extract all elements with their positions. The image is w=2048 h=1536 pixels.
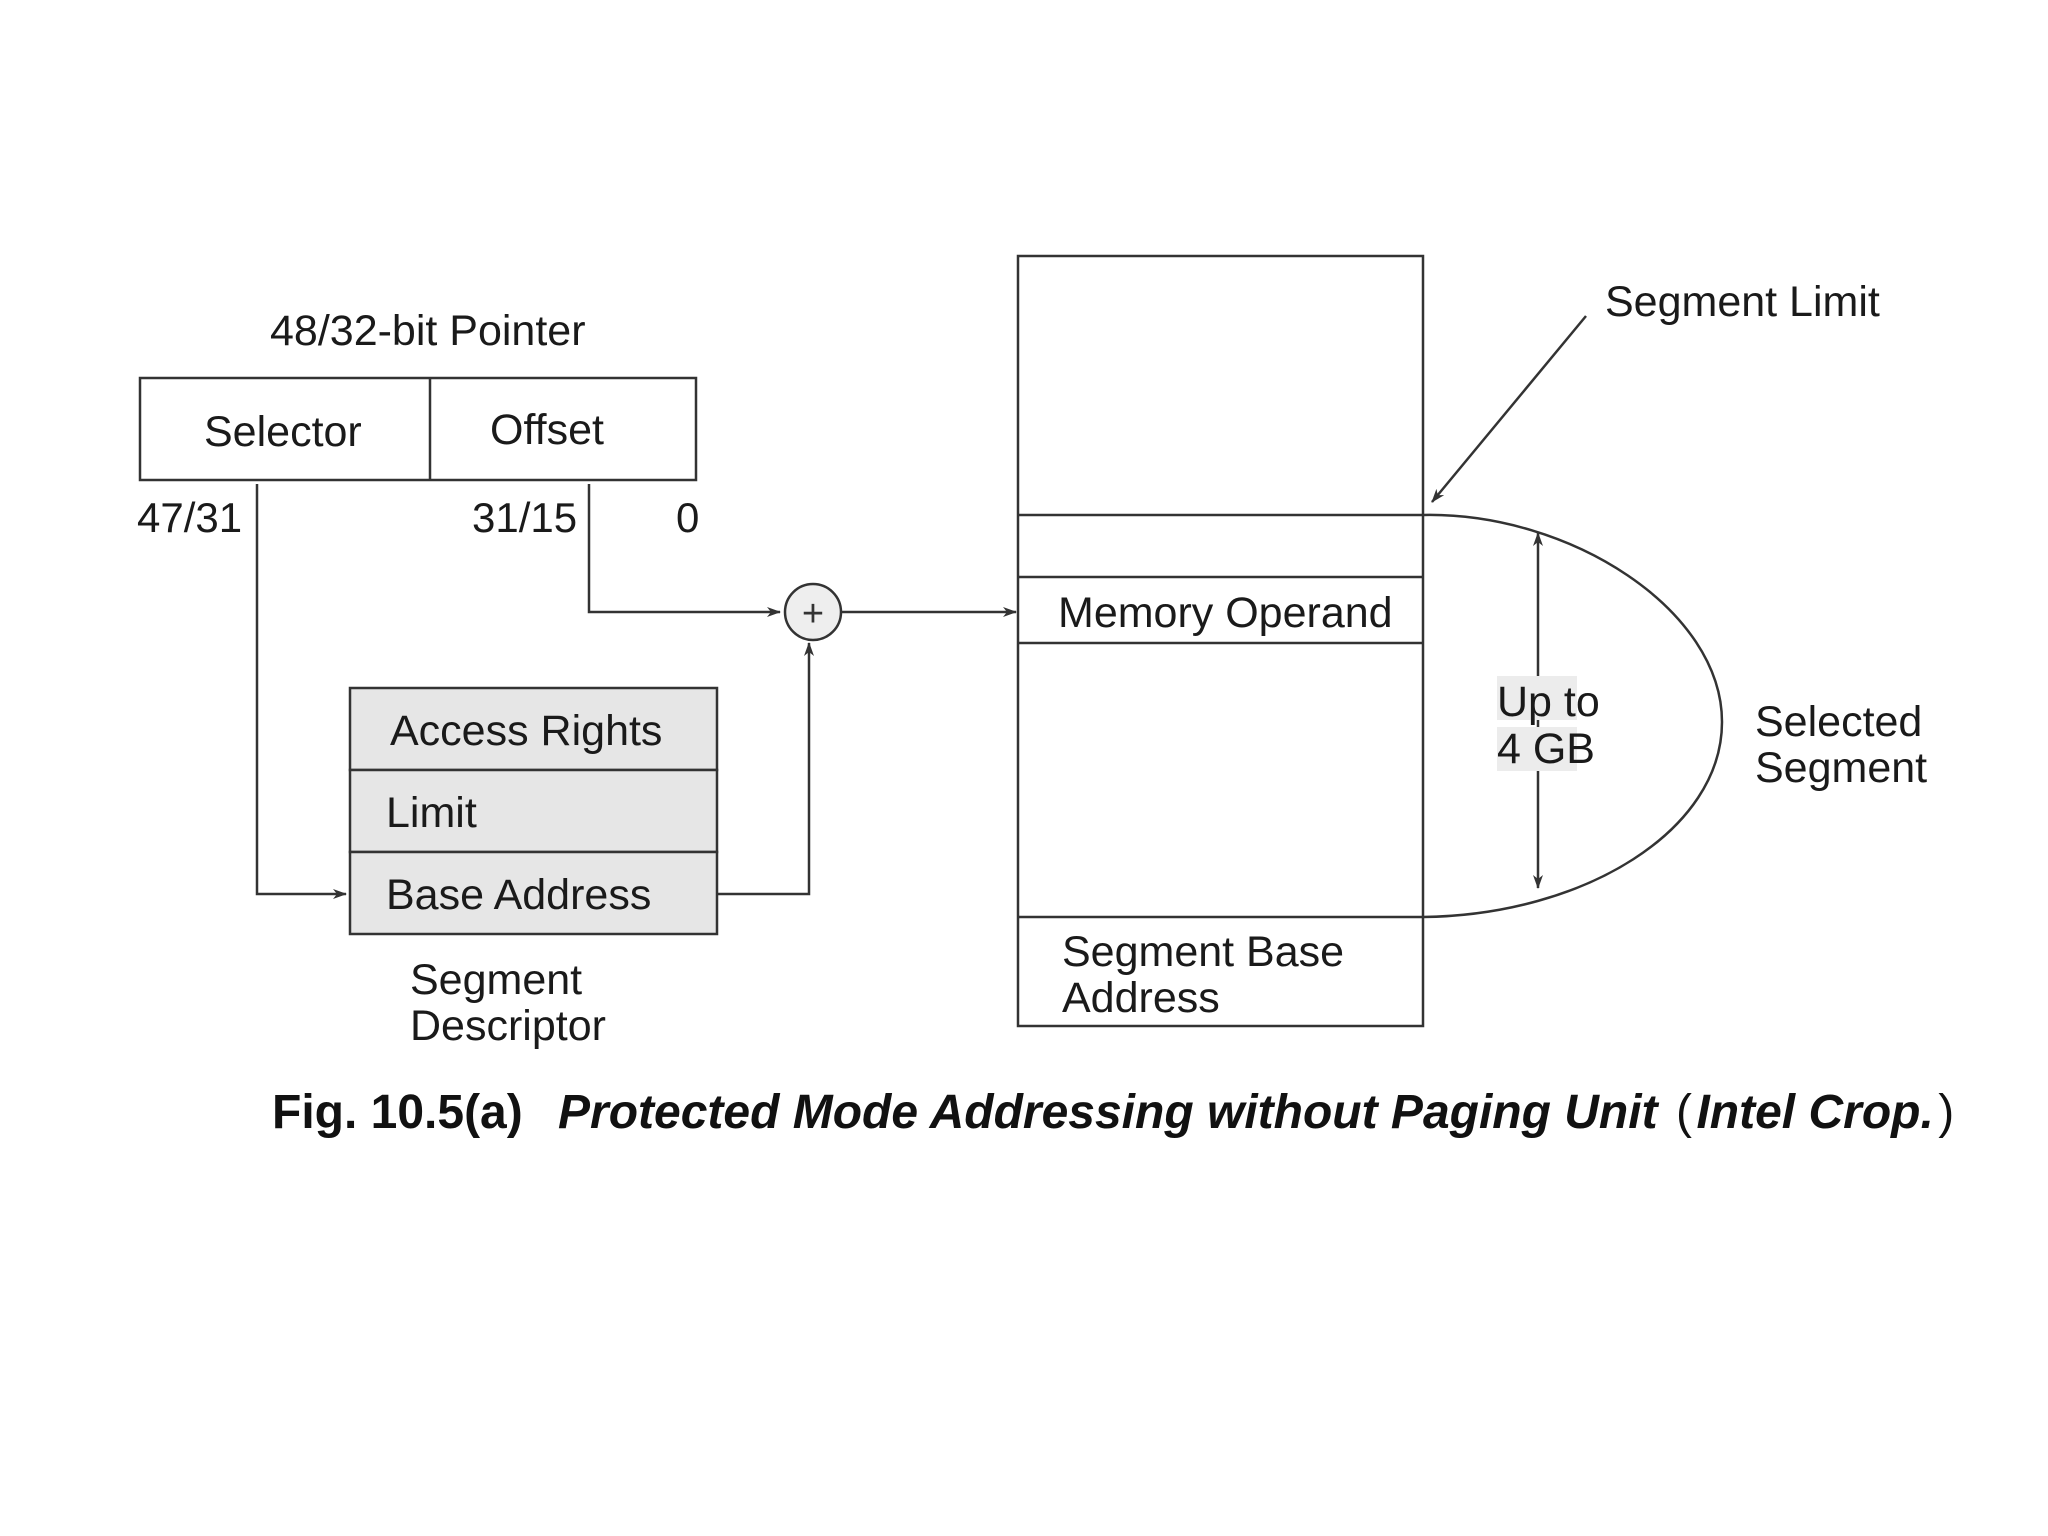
selected-segment-bracket <box>1422 513 1724 919</box>
base-to-adder-arrow <box>717 642 814 896</box>
selector-field: Selector <box>204 408 362 456</box>
figure-source-close: ) <box>1938 1086 1954 1139</box>
segment-base-label-line1: Segment Base <box>1062 928 1344 976</box>
plus-icon: + <box>802 593 824 635</box>
segment-descriptor: Access Rights Limit Base Address <box>348 686 719 936</box>
selector-to-descriptor-arrow <box>255 484 347 899</box>
pointer-box: Selector Offset <box>138 376 698 482</box>
offset-to-adder-arrow <box>587 484 781 617</box>
adder: + <box>783 582 843 642</box>
selected-segment-label-line1: Selected <box>1755 698 1922 746</box>
bit-label-mid: 31/15 <box>472 494 577 541</box>
pointer-title: 48/32-bit Pointer <box>270 307 586 355</box>
segment-limit-arrow <box>1431 315 1587 503</box>
memory-column: Memory Operand Segment Base Address <box>1016 254 1425 1028</box>
descriptor-caption-line2: Descriptor <box>410 1002 606 1050</box>
figure-source-open: ( <box>1676 1086 1692 1139</box>
memory-operand-label: Memory Operand <box>1058 589 1393 637</box>
segment-base-label-line2: Address <box>1062 974 1220 1022</box>
offset-field: Offset <box>490 406 604 454</box>
segment-limit-label: Segment Limit <box>1605 278 1880 326</box>
size-label-line1: Up to <box>1497 678 1600 726</box>
figure-source: Intel Crop. <box>1696 1086 1933 1139</box>
figure-number: Fig. 10.5(a) <box>272 1086 523 1139</box>
bit-label-left: 47/31 <box>137 494 242 541</box>
size-label-line2: 4 GB <box>1497 725 1595 773</box>
descriptor-access-rights: Access Rights <box>390 707 662 755</box>
descriptor-caption-line1: Segment <box>410 956 582 1004</box>
figure-caption: Fig. 10.5(a) Protected Mode Addressing w… <box>272 1086 1954 1139</box>
figure-title: Protected Mode Addressing without Paging… <box>558 1086 1660 1139</box>
descriptor-limit: Limit <box>386 789 477 837</box>
bit-label-right: 0 <box>676 494 699 541</box>
descriptor-base-address: Base Address <box>386 871 651 919</box>
selected-segment-label-line2: Segment <box>1755 744 1927 792</box>
